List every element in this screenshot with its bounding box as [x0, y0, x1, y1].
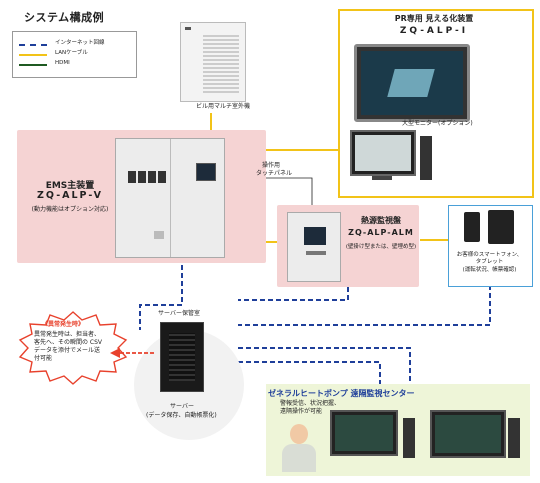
legend-swatch-hdmi — [19, 64, 47, 66]
pr-model: ZQ-ALP-I — [399, 26, 469, 36]
pc-tower-image — [420, 136, 432, 180]
heat-name: 熱源監視盤 — [361, 216, 401, 225]
server-room-label: サーバー保管室 — [158, 310, 200, 317]
legend-swatch-internet — [19, 44, 47, 46]
building-graphic-icon — [387, 69, 435, 97]
pc-monitor-image — [350, 130, 416, 176]
heat-panel-image — [287, 212, 341, 282]
operator-body-icon — [282, 444, 316, 472]
brand-mark-icon — [185, 27, 191, 30]
tablet-icon — [488, 210, 514, 244]
large-monitor-image — [354, 44, 470, 122]
server-note: (データ保存、自動帳票化) — [146, 412, 217, 419]
internet-line-center-1 — [238, 347, 411, 395]
center-line-1: 警報受信、状況把握、 — [280, 400, 341, 407]
pr-title: PR専用 見える化装置 — [394, 14, 474, 23]
legend-swatch-lan — [19, 54, 47, 56]
smartphone-label-1: お客様のスマートフォン、 — [456, 252, 523, 258]
center-pc-left — [403, 418, 415, 458]
internet-line-phone — [238, 285, 491, 326]
switch-icon — [148, 171, 156, 183]
center-monitor-left — [330, 410, 398, 456]
server-rack-image — [160, 322, 204, 392]
center-title: ゼネラルヒートポンプ 遠隔監視センター — [268, 389, 415, 398]
switch-icon — [128, 171, 136, 183]
center-line-2: 遠隔操作が可能 — [280, 408, 323, 415]
heat-panel-screen-icon — [304, 227, 326, 245]
alert-line-4: 付可能 — [34, 355, 53, 362]
internet-line-ems — [139, 265, 183, 330]
legend-label-lan: LANケーブル — [55, 50, 88, 56]
alert-burst-shape — [18, 311, 128, 385]
alert-line-3: データを添付でメール送 — [34, 347, 101, 354]
touch-panel-icon — [196, 163, 216, 181]
legend: インターネット回線 LANケーブル HDMI — [12, 31, 137, 78]
alert-line-2: 客先へ、その瞬間の CSV — [34, 339, 103, 346]
legend-label-hdmi: HDMI — [55, 60, 70, 66]
smartphone-icon — [464, 212, 480, 242]
center-monitor-right — [430, 410, 506, 458]
switch-icon — [138, 171, 146, 183]
server-name: サーバー — [170, 403, 194, 410]
heat-model: ZQ-ALP-ALM — [348, 228, 414, 237]
ems-model: ZQ-ALP-V — [37, 190, 103, 201]
ems-cabinet-image — [115, 138, 225, 258]
pc-monitor-screen — [355, 135, 411, 171]
center-screen-left — [335, 415, 393, 451]
switch-icon — [158, 171, 166, 183]
center-pc-right — [508, 418, 520, 458]
operator-head-icon — [290, 424, 308, 444]
internet-line-heat — [238, 287, 349, 301]
pc-monitor-stand — [372, 176, 392, 180]
outdoor-unit-image — [180, 22, 246, 102]
ems-note: (動力機能はオプション対応) — [31, 206, 109, 213]
page-title: システム構成例 — [24, 11, 105, 24]
outdoor-unit-label: ビル用マルチ室外機 — [196, 103, 251, 110]
server-vent-icon — [169, 333, 195, 381]
touch-panel-label-2: タッチパネル — [256, 170, 293, 177]
touch-panel-label-1: 操作用 — [262, 162, 281, 169]
vent-grille-icon — [203, 33, 239, 93]
alert-line-1: 異常発生時は、担当者、 — [34, 331, 101, 338]
alert-arrow-icon — [110, 348, 154, 358]
monitor-screen — [361, 51, 463, 115]
smartphone-label-2: タブレット — [475, 259, 504, 265]
heat-note: (壁掛け型または、壁埋め型) — [345, 244, 417, 250]
large-monitor-label: 大型モニター(オプション) — [402, 120, 473, 127]
ems-name: EMS主装置 — [45, 181, 95, 191]
legend-label-internet: インターネット回線 — [55, 40, 105, 46]
center-screen-right — [435, 415, 501, 453]
smartphone-label-3: (運転状況、帳票確認) — [462, 267, 517, 273]
alert-title: 《異常発生時》 — [42, 321, 85, 328]
